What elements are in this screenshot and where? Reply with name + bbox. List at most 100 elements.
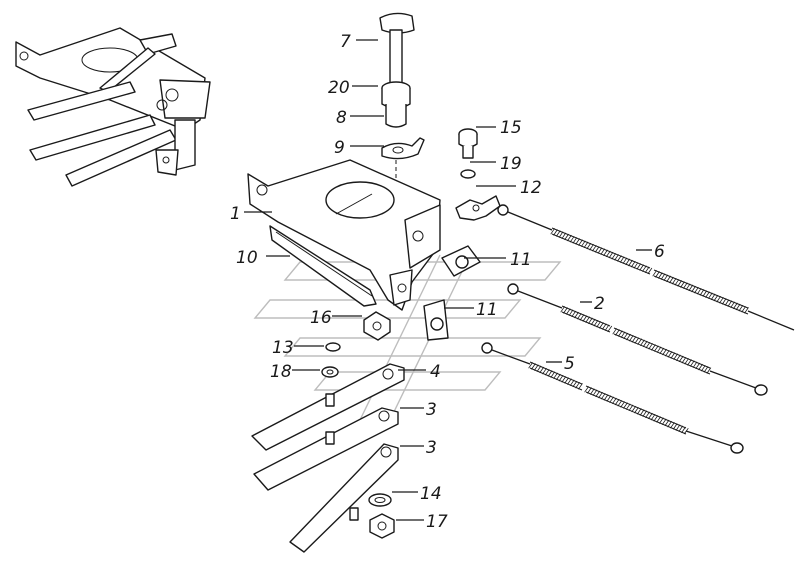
spring-coil [677, 280, 683, 287]
spring-coil [550, 371, 556, 378]
spring-coil [670, 422, 675, 429]
spring-coil [623, 332, 629, 340]
spring-coil [695, 362, 701, 370]
callout-11-lower: 11 [476, 300, 498, 320]
spring-coil [569, 379, 575, 387]
spring-coil [587, 387, 592, 394]
spring-coil [634, 337, 640, 344]
spring-coil [681, 426, 686, 434]
callout-4: 4 [430, 362, 441, 382]
spring-coil [685, 283, 691, 290]
spring-coil [585, 316, 591, 323]
spring-coil [637, 338, 643, 345]
callout-15: 15 [500, 118, 522, 138]
callout-11-upper: 11 [510, 250, 532, 270]
spring-coil [672, 423, 678, 430]
spring-coil [648, 343, 654, 350]
spring-coil [645, 411, 650, 419]
cable-part-6 [497, 204, 795, 331]
spring-coil [652, 270, 658, 277]
nut-part-16 [363, 311, 391, 341]
spring-coil [595, 390, 601, 398]
cable-part-5 [481, 342, 744, 454]
spring-coil [645, 341, 651, 349]
spring-coil [561, 232, 567, 240]
spring-coil [599, 322, 604, 329]
spring-coil [620, 331, 626, 338]
spring-coil [657, 272, 663, 279]
spring-coil [666, 275, 671, 283]
spring-coil [617, 400, 623, 407]
spring-coil [583, 241, 589, 249]
cable-part-2 [507, 283, 768, 396]
spring-coil [674, 279, 680, 286]
spring-coil [628, 259, 633, 267]
spring-coil [555, 230, 561, 237]
spring-coil [579, 314, 585, 321]
spring-coil [612, 328, 618, 335]
spring-coil [628, 335, 634, 342]
callout-19: 19 [500, 154, 522, 174]
washer-part-13 [325, 342, 341, 352]
spacer-part-20 [381, 81, 411, 109]
spring-coil [642, 410, 648, 417]
spring-coil [596, 321, 602, 328]
spring-coils-2 [560, 306, 712, 374]
spring-coil [644, 266, 650, 274]
spring-coil [631, 405, 637, 413]
spring-coil [615, 329, 620, 336]
callout-16: 16 [310, 308, 332, 328]
spring-coil [639, 264, 644, 271]
spring-coil [566, 378, 572, 385]
clamp-part-12 [455, 195, 501, 221]
spring-coil [578, 239, 583, 246]
spring-coil [555, 373, 561, 381]
clip-part-11-upper [441, 245, 481, 277]
spring-coil [574, 311, 579, 319]
spring-coil [664, 350, 670, 357]
washer-part-18 [321, 366, 339, 378]
spring-coil [655, 271, 660, 278]
spring-coil [641, 265, 647, 272]
spring-coil [609, 396, 614, 403]
spring-coil [719, 297, 724, 304]
spring-coil [639, 339, 645, 347]
spring-coil [683, 427, 689, 435]
callout-7: 7 [340, 32, 351, 52]
strip-part-10 [269, 225, 377, 307]
spring-coil [564, 233, 569, 241]
spring-coil [694, 286, 699, 294]
spring-coil [544, 369, 550, 376]
spring-coils-5 [528, 362, 689, 435]
spring-coil [669, 276, 674, 284]
spring-coil [587, 317, 593, 325]
spring-coil [730, 301, 735, 308]
spring-coil [691, 285, 696, 293]
callout-18: 18 [270, 362, 292, 382]
spring-coil [650, 413, 656, 421]
spring-coil [630, 260, 636, 268]
callout-2: 2 [594, 294, 605, 314]
spring-coil [678, 355, 684, 363]
spring-coil [688, 284, 694, 292]
spring-coil [607, 325, 613, 333]
spring-coil [565, 308, 571, 315]
spring-coil [680, 281, 685, 288]
leader-lines [244, 39, 652, 521]
spring-coil [642, 340, 648, 348]
spring-coil [670, 352, 676, 359]
spring-coil [553, 372, 558, 379]
spring-coil [576, 313, 582, 320]
spring-coil [584, 386, 590, 393]
spring-coil [703, 366, 709, 373]
spring-coil [673, 353, 679, 360]
spring-coil [564, 377, 570, 384]
callout-labels: 7 20 8 9 15 19 12 1 10 11 6 2 11 16 13 1… [230, 32, 665, 532]
spring-coil [597, 247, 603, 254]
spring-coil [589, 388, 595, 395]
spring-coil [721, 298, 727, 305]
spring-coil [561, 376, 567, 383]
spring-coil [651, 344, 656, 351]
spring-coil [606, 395, 612, 402]
spring-coil [619, 256, 625, 263]
